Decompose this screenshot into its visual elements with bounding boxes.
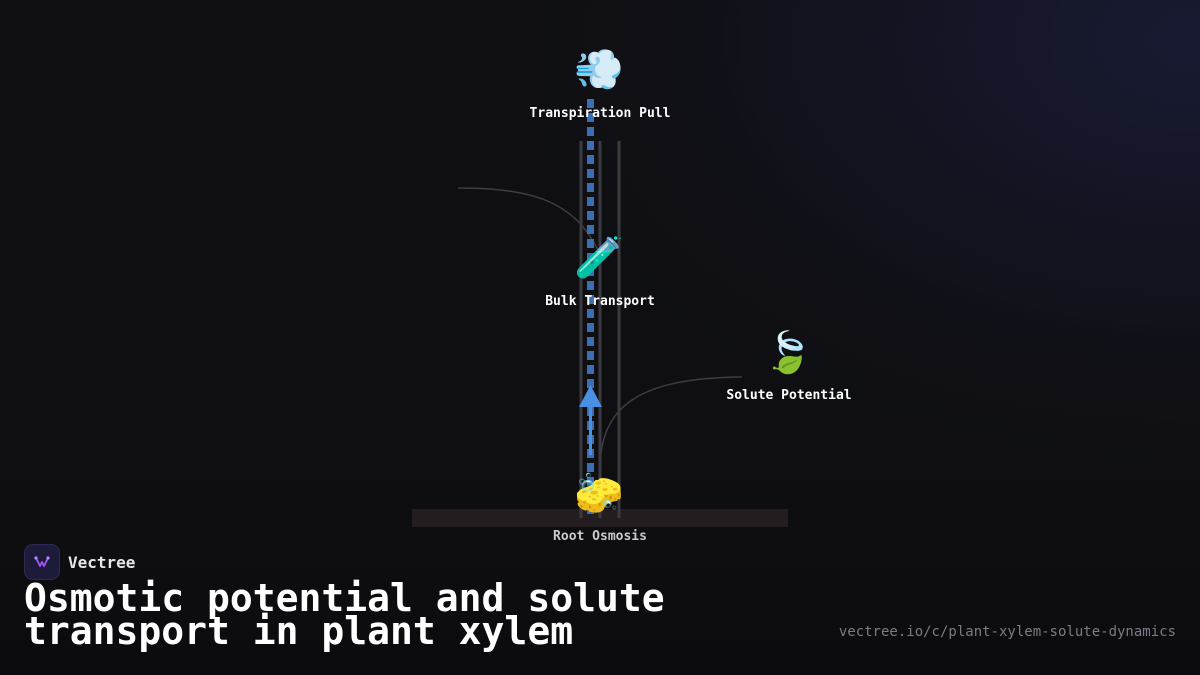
sponge-icon: 🧽 — [574, 471, 624, 517]
connector-solute — [599, 376, 743, 471]
flow-arrow-head — [579, 385, 602, 407]
source-url[interactable]: vectree.io/c/plant-xylem-solute-dynamics — [838, 624, 1176, 640]
connector-bulk — [457, 187, 599, 251]
brand[interactable]: Vectree — [24, 544, 135, 580]
leaf-icon: 🍃 — [763, 330, 813, 376]
brand-name: Vectree — [68, 552, 136, 572]
node-label-bulk: Bulk Transport — [545, 294, 655, 309]
vectree-logo-icon — [24, 544, 60, 580]
node-label-transpiration: Transpiration Pull — [529, 106, 671, 121]
wind-icon: 💨 — [574, 47, 624, 93]
node-label-root: Root Osmosis — [553, 529, 647, 544]
node-label-solute: Solute Potential — [726, 388, 852, 403]
test-tube-icon: 🧪 — [574, 235, 624, 281]
page-title: Osmotic potential and solute transport i… — [24, 576, 665, 653]
